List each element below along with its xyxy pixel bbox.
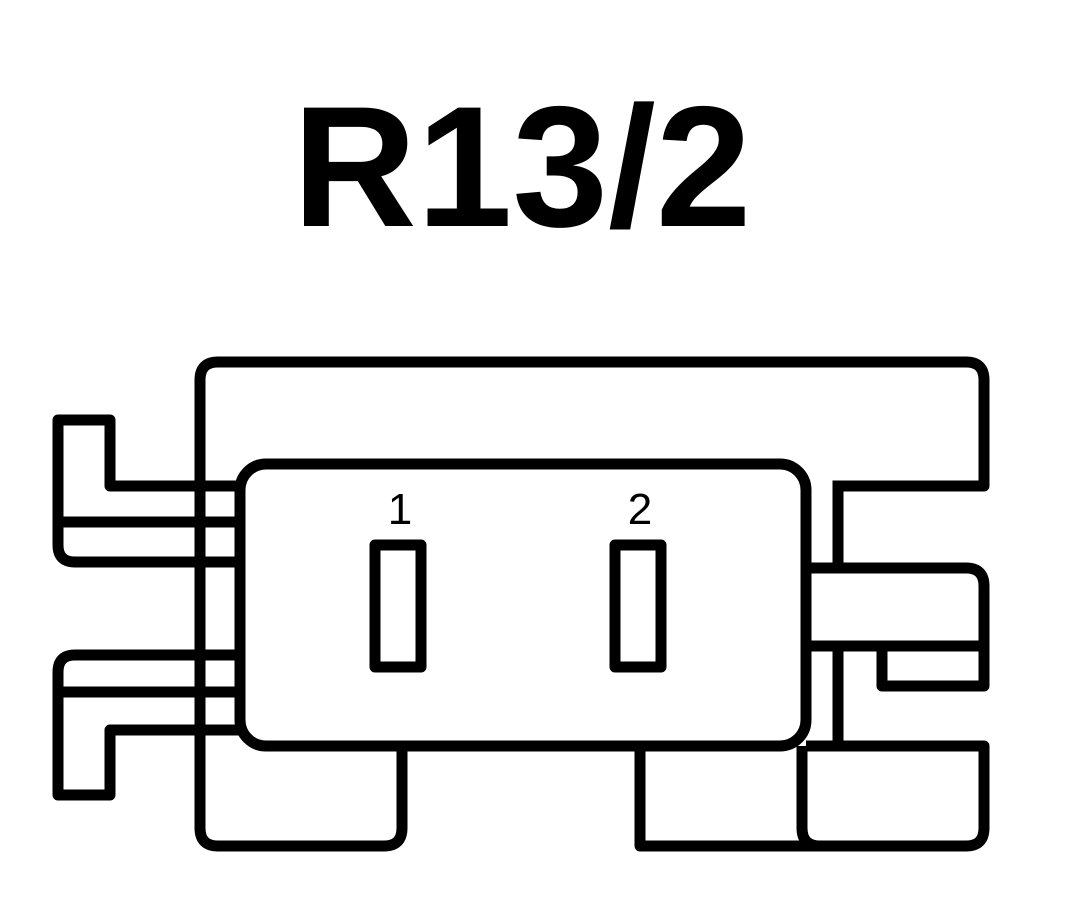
housing-top-frame	[194, 356, 990, 492]
pin-1-label: 1	[388, 485, 412, 534]
right-latch	[806, 562, 990, 692]
connector-title: R13/2	[293, 71, 752, 263]
pin-2-label: 2	[628, 485, 652, 534]
bottom-left-foot	[194, 740, 408, 852]
pin-1-terminal	[369, 539, 427, 673]
bottom-right-foot	[634, 740, 990, 852]
connector-body	[234, 458, 812, 752]
bottom-right-foot-inner	[796, 746, 821, 852]
pin-2-terminal	[609, 539, 667, 673]
